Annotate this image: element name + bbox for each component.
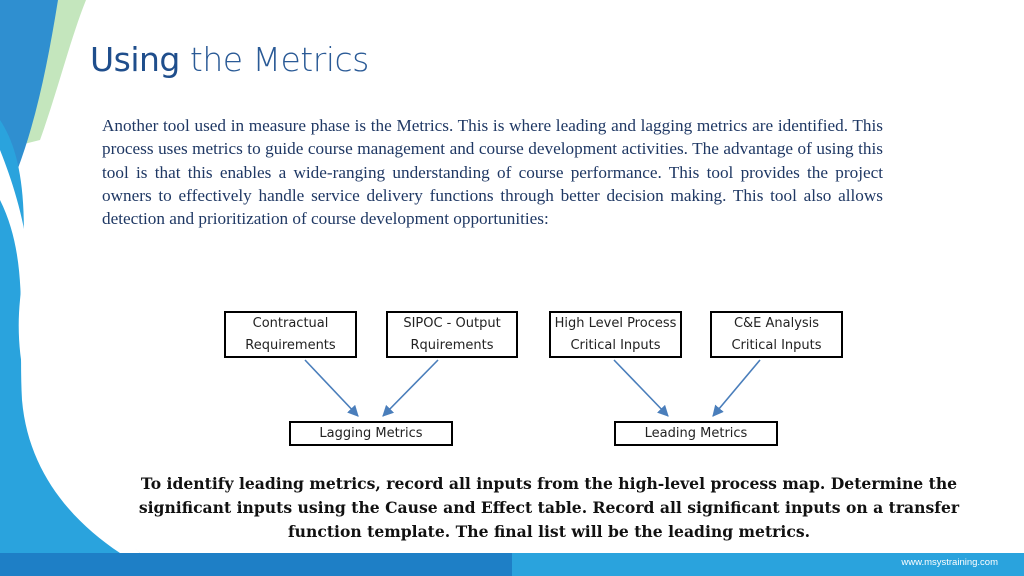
input-box-sipoc-output: SIPOC - Output Rquirements [386, 311, 518, 358]
page-title: Using the Metrics [90, 40, 369, 79]
box-line: SIPOC - Output [403, 315, 501, 331]
footer-right-band [512, 553, 1024, 576]
box-line: Critical Inputs [570, 337, 661, 353]
arrow-sipoc-to-lagging [382, 359, 439, 417]
box-label: Lagging Metrics [319, 425, 423, 441]
arrow-process-to-leading [613, 359, 669, 417]
arrow-ce-to-leading [712, 359, 761, 417]
input-box-contractual-requirements: Contractual Requirements [224, 311, 357, 358]
arrow-contractual-to-lagging [304, 359, 359, 417]
box-label: Leading Metrics [644, 425, 748, 441]
title-word-using: Using [90, 40, 180, 79]
box-line: Critical Inputs [731, 337, 822, 353]
output-box-lagging-metrics: Lagging Metrics [289, 421, 453, 446]
box-line: High Level Process [554, 315, 677, 331]
footer-bar: www.msystraining.com [0, 553, 1024, 576]
box-line: C&E Analysis [733, 315, 820, 331]
intro-paragraph: Another tool used in measure phase is th… [102, 116, 883, 229]
input-box-high-level-process: High Level Process Critical Inputs [549, 311, 682, 358]
box-line: Rquirements [410, 337, 494, 353]
output-box-leading-metrics: Leading Metrics [614, 421, 778, 446]
box-line: Requirements [245, 337, 336, 353]
swoosh-white-curve [0, 150, 140, 553]
summary-paragraph: To identify leading metrics, record all … [138, 474, 960, 541]
title-rest: the Metrics [189, 40, 369, 79]
input-box-ce-analysis: C&E Analysis Critical Inputs [710, 311, 843, 358]
footer-left-band [0, 553, 512, 576]
footer-url: www.msystraining.com [901, 557, 998, 568]
box-line: Contractual [252, 315, 329, 331]
